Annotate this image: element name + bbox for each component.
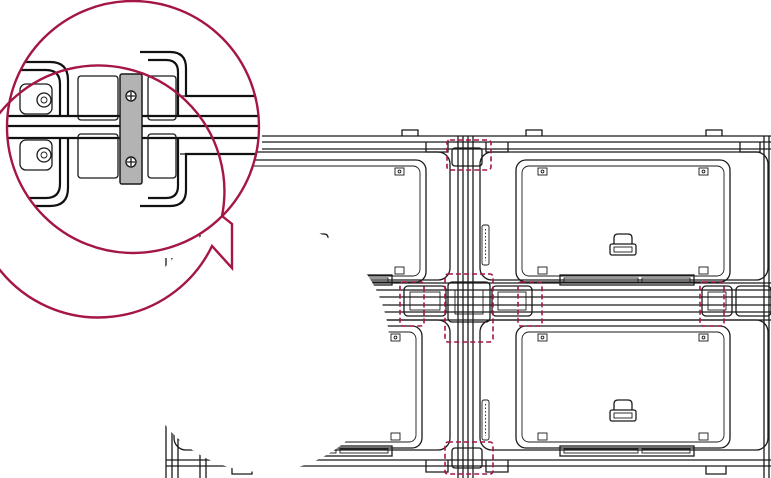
connector-bracket-icon (119, 73, 143, 185)
screw-icon (125, 156, 137, 168)
panel-top-right (479, 151, 769, 286)
highlight-center-left (399, 281, 425, 327)
highlight-bottom-center (444, 441, 494, 475)
magnifier-callout (0, 0, 390, 473)
magnified-joint (7, 1, 259, 253)
highlight-top-center (446, 139, 492, 171)
magnifier-ring (0, 64, 234, 319)
highlight-center-right (517, 281, 543, 327)
magnifier-circle (5, 0, 261, 255)
highlight-center (444, 273, 494, 343)
highlight-right-middle (699, 281, 725, 327)
panel-bottom-right (479, 319, 769, 457)
screw-icon (125, 90, 137, 102)
